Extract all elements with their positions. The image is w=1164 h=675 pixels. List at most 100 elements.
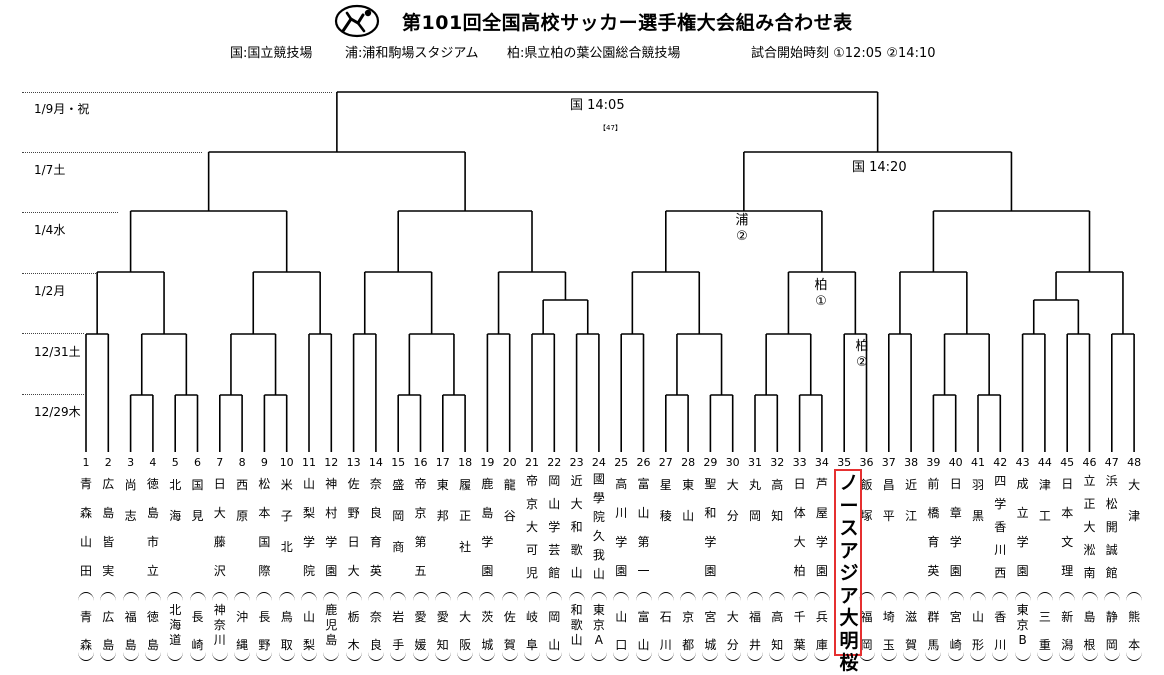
team-school: 西原 bbox=[236, 478, 249, 523]
team-prefecture: 福井 bbox=[749, 610, 762, 652]
pref-paren-close bbox=[323, 652, 340, 661]
pref-paren-open bbox=[390, 592, 407, 601]
team-prefecture: 東京A bbox=[592, 603, 605, 647]
pref-paren-close bbox=[813, 652, 830, 661]
pref-paren-open bbox=[234, 592, 251, 601]
soccer-logo-icon bbox=[334, 4, 380, 38]
pref-paren-close bbox=[1103, 652, 1120, 661]
team-school: 聖和学園 bbox=[704, 477, 717, 578]
team-school: 奈良育英 bbox=[369, 477, 382, 578]
team-prefecture: 宮崎 bbox=[949, 610, 962, 652]
pref-paren-open bbox=[412, 592, 429, 601]
pref-paren-close bbox=[1036, 652, 1053, 661]
team-school: 大分 bbox=[726, 478, 739, 523]
team-number: 40 bbox=[948, 456, 963, 469]
team-prefecture: 福島 bbox=[124, 610, 137, 652]
pref-paren-open bbox=[1059, 592, 1076, 601]
team-prefecture: 山形 bbox=[972, 610, 985, 652]
team-number: 37 bbox=[881, 456, 896, 469]
team-number: 6 bbox=[194, 456, 201, 469]
pref-paren-open bbox=[813, 592, 830, 601]
team-number: 7 bbox=[216, 456, 224, 469]
team-school: 四学香川西 bbox=[994, 474, 1007, 580]
team-number: 12 bbox=[324, 456, 339, 469]
venue-legend: 国:国立競技場 浦:浦和駒場スタジアム 柏:県立柏の葉公園総合競技場 試合開始時… bbox=[0, 42, 1164, 62]
pref-paren-open bbox=[100, 592, 117, 601]
team-prefecture: 香川 bbox=[994, 610, 1007, 652]
team-school: 星稜 bbox=[659, 478, 672, 523]
pref-paren-close bbox=[390, 652, 407, 661]
team-number: 23 bbox=[569, 456, 584, 469]
pref-paren-close bbox=[256, 652, 273, 661]
pref-paren-open bbox=[122, 592, 139, 601]
team-school: 徳島市立 bbox=[146, 477, 159, 578]
pref-paren-open bbox=[590, 592, 607, 601]
team-school: 高知 bbox=[771, 478, 784, 523]
pref-paren-open bbox=[278, 592, 295, 601]
round-divider bbox=[22, 92, 332, 93]
team-number: 9 bbox=[260, 456, 268, 469]
team-prefecture: 青森 bbox=[80, 610, 93, 652]
team-number: 8 bbox=[238, 456, 246, 469]
pref-paren-open bbox=[189, 592, 206, 601]
pref-paren-open bbox=[1081, 592, 1098, 601]
semi-right-match-label: 国 14:20 bbox=[852, 160, 907, 175]
team-school: 岡山学芸館 bbox=[548, 474, 561, 580]
team-number: 19 bbox=[480, 456, 495, 469]
team-number: 11 bbox=[302, 456, 316, 469]
team-school: 米子北 bbox=[280, 478, 293, 554]
kickoff-times: 試合開始時刻 ①12:05 ②14:10 bbox=[751, 46, 936, 61]
pref-paren-close bbox=[278, 652, 295, 661]
team-school: 丸岡 bbox=[749, 478, 762, 523]
team-number: 2 bbox=[104, 456, 112, 469]
pref-paren-close bbox=[724, 652, 741, 661]
team-prefecture: 神奈川 bbox=[213, 603, 226, 647]
team-school: 芦屋学園 bbox=[815, 477, 828, 578]
team-number: 31 bbox=[748, 456, 762, 469]
pref-paren-open bbox=[479, 592, 496, 601]
team-prefecture: 大阪 bbox=[459, 610, 472, 652]
team-number: 27 bbox=[658, 456, 673, 469]
pref-paren-close bbox=[144, 652, 161, 661]
pref-paren-close bbox=[301, 652, 317, 661]
team-number: 25 bbox=[614, 456, 629, 469]
pref-paren-open bbox=[1014, 592, 1031, 601]
team-number: 43 bbox=[1015, 456, 1030, 469]
pref-paren-open bbox=[992, 592, 1009, 601]
team-prefecture: 和歌山 bbox=[570, 603, 583, 647]
team-number: 15 bbox=[391, 456, 406, 469]
team-school: 日章学園 bbox=[949, 477, 962, 578]
pref-paren-open bbox=[1126, 592, 1143, 601]
team-prefecture: 茨城 bbox=[481, 610, 494, 652]
pref-paren-open bbox=[680, 592, 697, 601]
team-number: 34 bbox=[814, 456, 829, 469]
pref-paren-open bbox=[434, 592, 451, 601]
round-r2-date: 12/31土 bbox=[34, 345, 81, 359]
pref-paren-close bbox=[590, 652, 607, 661]
team-prefecture: 島根 bbox=[1083, 610, 1096, 652]
team-prefecture: 東京B bbox=[1016, 603, 1029, 647]
team-school: 津工 bbox=[1038, 478, 1051, 523]
pref-paren-close bbox=[791, 652, 808, 661]
round-qf-date: 1/4水 bbox=[34, 223, 66, 237]
team-number: 32 bbox=[770, 456, 785, 469]
team-number: 29 bbox=[703, 456, 718, 469]
team-number: 4 bbox=[149, 456, 157, 469]
team-prefecture: 兵庫 bbox=[815, 610, 828, 652]
team-school: 近大和歌山 bbox=[570, 474, 583, 580]
pref-paren-close bbox=[234, 652, 251, 661]
pref-paren-close bbox=[412, 652, 429, 661]
team-number: 5 bbox=[171, 456, 179, 469]
pref-paren-close bbox=[1014, 652, 1031, 661]
team-number: 22 bbox=[547, 456, 562, 469]
pref-paren-close bbox=[702, 652, 719, 661]
team-school: 尚志 bbox=[124, 478, 137, 523]
pref-paren-close bbox=[122, 652, 139, 661]
team-prefecture: 静岡 bbox=[1105, 610, 1118, 652]
team-school: 北海 bbox=[169, 478, 182, 523]
pref-paren-close bbox=[479, 652, 496, 661]
team-number: 17 bbox=[435, 456, 450, 469]
